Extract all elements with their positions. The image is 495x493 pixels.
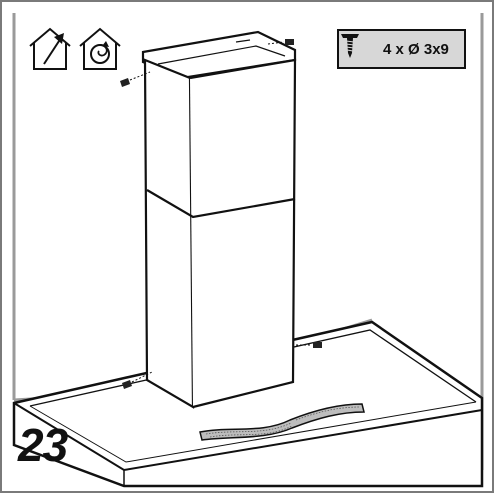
screw-bottom-left xyxy=(122,371,153,389)
chimney xyxy=(141,30,297,409)
step-number: 23 xyxy=(18,419,68,471)
screw-bottom-right xyxy=(296,342,322,348)
screw-spec-badge: 4 x Ø 3x9 xyxy=(337,29,466,69)
house-recirculation-icon xyxy=(79,27,121,70)
hood-canopy xyxy=(12,320,484,488)
filter-grille xyxy=(199,403,365,441)
screw-icon xyxy=(341,34,359,58)
screw-top-right xyxy=(267,39,294,45)
screw-spec-label: 4 x Ø 3x9 xyxy=(383,41,449,58)
screw-top-left xyxy=(120,71,151,87)
house-exhaust-icon xyxy=(29,27,71,70)
